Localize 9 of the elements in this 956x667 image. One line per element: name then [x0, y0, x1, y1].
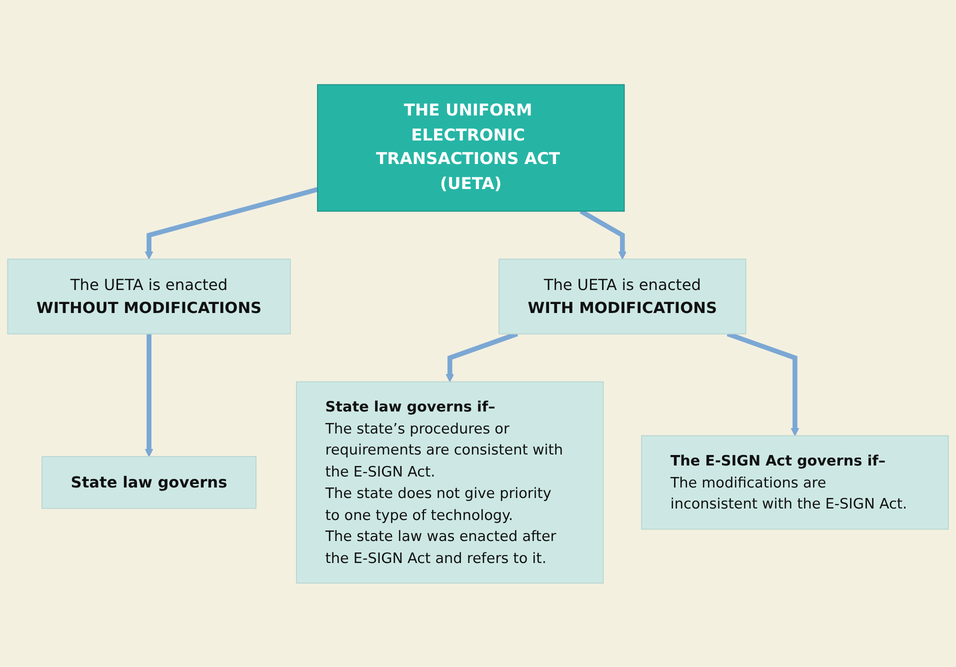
node-box: The UETA is enacted WITH MODIFICATIONS — [498, 258, 746, 334]
node-box: The E-SIGN Act governs if– The modifications are inconsistent with the E-SIGN Act. — [641, 434, 949, 530]
node-box: The UETA is enacted WITHOUT MODIFICATIONS — [7, 258, 291, 334]
node-box: THE UNIFORM ELECTRONIC TRANSACTIONS ACT (UETA) — [317, 84, 625, 212]
arrow — [144, 186, 318, 260]
node-box: State law governs if– The state’s procedures or requirements are consistent with the E-SIGN Act. The state does not give priority to one type of technology. The state law was enacted after the E-SIGN Act and refers to it. — [296, 380, 604, 584]
node-box: State law governs — [42, 456, 256, 508]
arrow — [144, 334, 154, 457]
arrow — [580, 208, 627, 260]
